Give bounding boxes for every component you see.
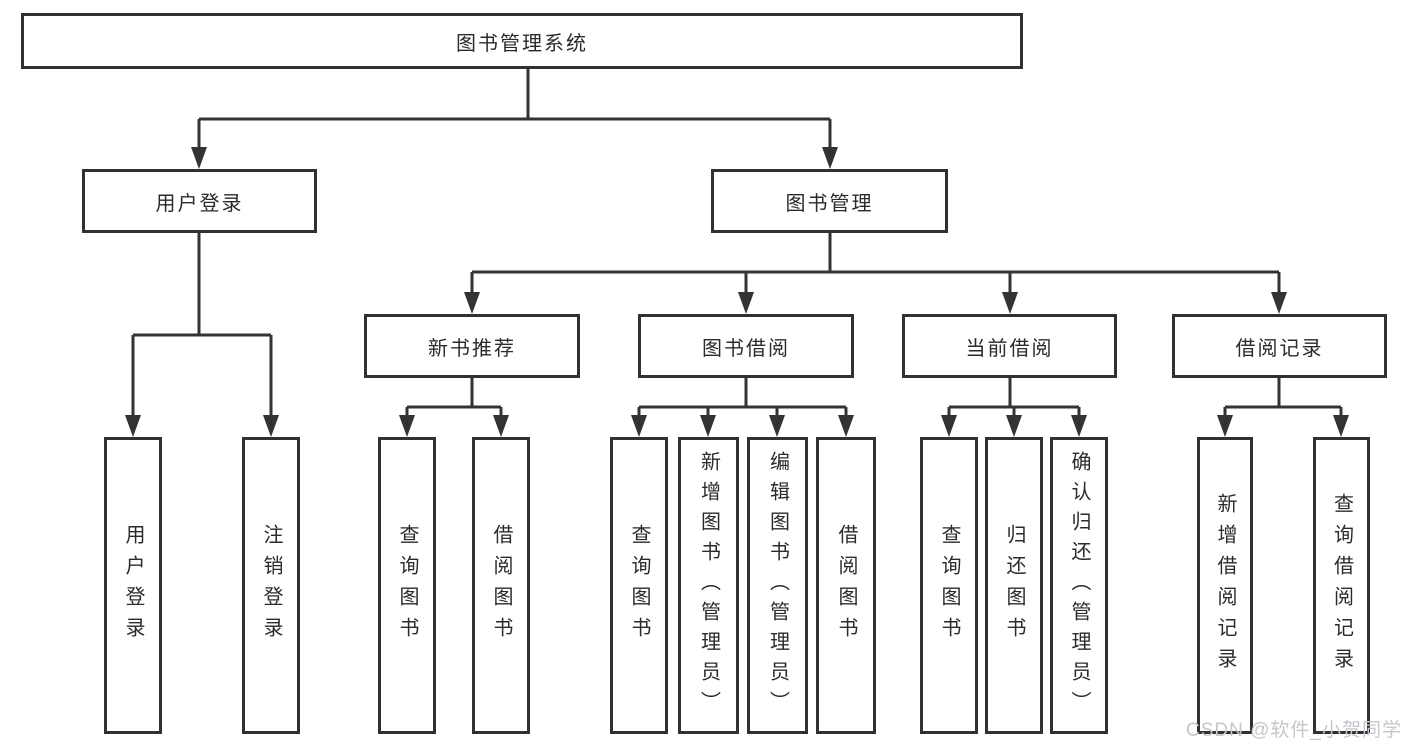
leaf-confirm-return-admin: 确认归还（管理员） [1050, 437, 1108, 734]
csdn-watermark: CSDN @软件_小贺同学 [1186, 720, 1402, 741]
leaf-label: 查询借阅记录 [1330, 492, 1353, 679]
leaf-label: 查询图书 [396, 523, 418, 648]
node-book-borrow-label: 图书借阅 [702, 337, 790, 360]
node-book-borrow: 图书借阅 [638, 314, 854, 378]
node-current-borrow-label: 当前借阅 [965, 337, 1054, 360]
node-book-management-label: 图书管理 [785, 192, 874, 215]
leaf-query-book-recommend: 查询图书 [378, 437, 436, 734]
leaf-logout: 注销登录 [242, 437, 300, 734]
leaf-label: 确认归还（管理员） [1068, 450, 1090, 721]
node-borrow-records: 借阅记录 [1172, 314, 1387, 378]
leaf-query-book-borrow: 查询图书 [610, 437, 668, 734]
leaf-query-borrow-record: 查询借阅记录 [1313, 437, 1370, 734]
leaf-label: 归还图书 [1003, 523, 1025, 648]
leaf-return-book: 归还图书 [985, 437, 1043, 734]
leaf-label: 查询图书 [938, 523, 960, 648]
leaf-add-book-admin: 新增图书（管理员） [678, 437, 739, 734]
node-book-management: 图书管理 [711, 169, 948, 233]
node-borrow-records-label: 借阅记录 [1235, 337, 1324, 360]
leaf-label: 注销登录 [260, 523, 282, 648]
leaf-label: 借阅图书 [490, 523, 512, 648]
leaf-edit-book-admin: 编辑图书（管理员） [747, 437, 808, 734]
node-new-book-recommend: 新书推荐 [364, 314, 580, 378]
leaf-borrow-book: 借阅图书 [816, 437, 876, 734]
node-root-label: 图书管理系统 [456, 32, 588, 55]
leaf-query-book-current: 查询图书 [920, 437, 978, 734]
leaf-label: 编辑图书（管理员） [766, 450, 789, 721]
leaf-borrow-book-recommend: 借阅图书 [472, 437, 530, 734]
leaf-add-borrow-record: 新增借阅记录 [1197, 437, 1253, 734]
node-user-login: 用户登录 [82, 169, 317, 233]
leaf-label: 新增图书（管理员） [697, 450, 720, 721]
leaf-label: 新增借阅记录 [1214, 492, 1236, 679]
leaf-user-login: 用户登录 [104, 437, 162, 734]
node-new-book-recommend-label: 新书推荐 [428, 337, 516, 360]
leaf-label: 查询图书 [628, 523, 650, 648]
node-user-login-label: 用户登录 [155, 192, 244, 215]
node-current-borrow: 当前借阅 [902, 314, 1117, 378]
leaf-label: 借阅图书 [835, 523, 857, 648]
node-root-system: 图书管理系统 [21, 13, 1023, 69]
leaf-label: 用户登录 [122, 523, 144, 648]
